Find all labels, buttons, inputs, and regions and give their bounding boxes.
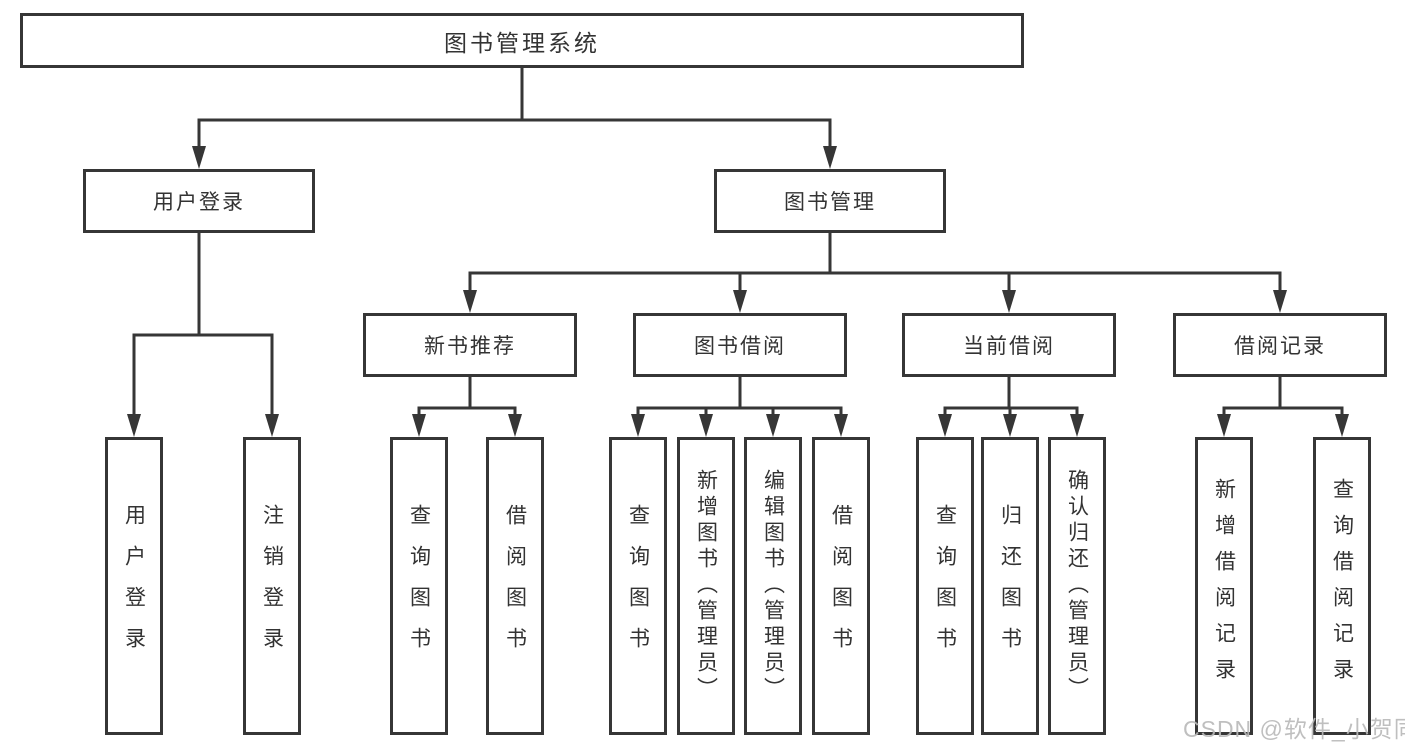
node-recommend-query-books: 查询图书: [390, 437, 448, 735]
node-records-query-record-label: 查询借阅记录: [1330, 478, 1354, 694]
node-book-management-label: 图书管理: [784, 191, 876, 214]
node-book-borrowing: 图书借阅: [633, 313, 847, 377]
node-borrowing-records-label: 借阅记录: [1234, 335, 1326, 358]
node-borrowing-borrow-books-label: 借阅图书: [829, 504, 853, 668]
node-user-login: 用户登录: [83, 169, 315, 233]
node-login-label: 用户登录: [122, 504, 146, 668]
node-system: 图书管理系统: [20, 13, 1024, 68]
node-login: 用户登录: [105, 437, 163, 735]
node-book-borrowing-label: 图书借阅: [694, 335, 786, 358]
node-logout-label: 注销登录: [260, 504, 284, 668]
connector-borrowing-records-branch: [1217, 377, 1349, 437]
node-borrowing-add-books-admin-label: 新增图书（管理员）: [694, 469, 718, 703]
node-current-query-books: 查询图书: [916, 437, 974, 735]
node-borrowing-add-books-admin: 新增图书（管理员）: [677, 437, 735, 735]
node-records-add-record-label: 新增借阅记录: [1212, 478, 1236, 694]
node-current-query-books-label: 查询图书: [933, 504, 957, 668]
node-current-borrowing-label: 当前借阅: [963, 335, 1055, 358]
connector-book-borrowing-branch: [631, 377, 848, 437]
node-new-book-recommend-label: 新书推荐: [424, 335, 516, 358]
node-recommend-query-books-label: 查询图书: [407, 504, 431, 668]
node-recommend-borrow-books: 借阅图书: [486, 437, 544, 735]
node-current-confirm-return-admin: 确认归还（管理员）: [1048, 437, 1106, 735]
node-user-login-label: 用户登录: [153, 191, 245, 214]
node-current-return-books-label: 归还图书: [998, 504, 1022, 668]
node-system-label: 图书管理系统: [444, 29, 600, 56]
node-recommend-borrow-books-label: 借阅图书: [503, 504, 527, 668]
node-borrowing-edit-books-admin: 编辑图书（管理员）: [744, 437, 802, 735]
connector-user-login-branch: [127, 233, 279, 437]
node-current-confirm-return-admin-label: 确认归还（管理员）: [1065, 469, 1089, 703]
node-borrowing-edit-books-admin-label: 编辑图书（管理员）: [761, 469, 785, 703]
connector-book-management-branch: [463, 233, 1287, 313]
node-borrowing-records: 借阅记录: [1173, 313, 1387, 377]
node-book-management: 图书管理: [714, 169, 946, 233]
node-records-query-record: 查询借阅记录: [1313, 437, 1371, 735]
connector-root-branch: [192, 68, 837, 169]
connector-new-book-recommend-branch: [412, 377, 522, 437]
node-new-book-recommend: 新书推荐: [363, 313, 577, 377]
node-logout: 注销登录: [243, 437, 301, 735]
watermark-text: CSDN @软件_小贺同学: [1183, 716, 1405, 742]
node-borrowing-query-books-label: 查询图书: [626, 504, 650, 668]
node-current-return-books: 归还图书: [981, 437, 1039, 735]
connector-current-borrowing-branch: [938, 377, 1084, 437]
node-borrowing-borrow-books: 借阅图书: [812, 437, 870, 735]
node-records-add-record: 新增借阅记录: [1195, 437, 1253, 735]
node-current-borrowing: 当前借阅: [902, 313, 1116, 377]
node-borrowing-query-books: 查询图书: [609, 437, 667, 735]
